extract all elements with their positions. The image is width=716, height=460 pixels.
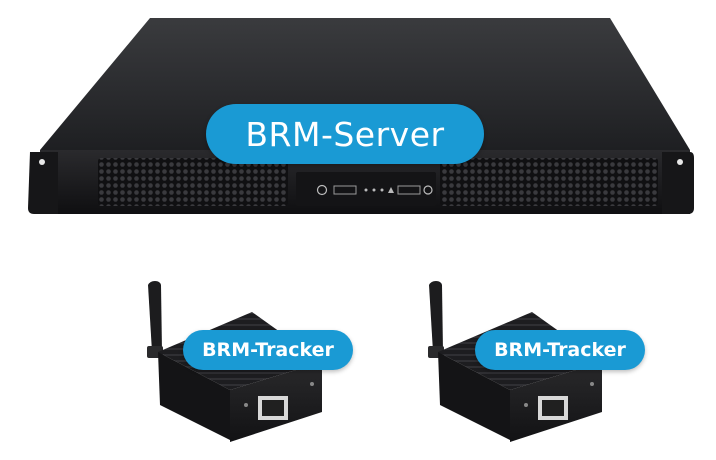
server-left-rack-ear [28, 152, 58, 214]
screw-hole-icon [310, 382, 314, 386]
screw-hole-icon [590, 382, 594, 386]
server-right-rack-ear [662, 152, 694, 214]
tracker-label-2: BRM-Tracker [475, 330, 645, 370]
screw-hole-icon [524, 403, 528, 407]
server-right-vent-grille [440, 158, 658, 206]
usb-port-icon [333, 185, 357, 195]
server-label: BRM-Server [206, 104, 484, 164]
screw-hole-icon [39, 159, 45, 165]
tracker-side-panel [438, 352, 510, 440]
ethernet-port-socket [262, 400, 284, 416]
tracker-label-1: BRM-Tracker [183, 330, 353, 370]
led-indicator-icon [380, 188, 384, 192]
tracker-side-panel [158, 352, 230, 440]
server-top-panel [40, 18, 690, 150]
screw-hole-icon [244, 403, 248, 407]
server-chassis [28, 18, 694, 214]
antenna-icon [429, 281, 443, 352]
usb-port-icon [397, 185, 421, 195]
screw-hole-icon [677, 159, 683, 165]
reset-button-icon [423, 185, 433, 195]
ethernet-port-socket [542, 400, 564, 416]
power-button-icon [316, 184, 328, 196]
led-indicator-icon [372, 188, 376, 192]
warning-led-icon [388, 187, 394, 193]
antenna-icon [148, 281, 162, 352]
led-indicator-icon [364, 188, 368, 192]
server-left-vent-grille [98, 158, 288, 206]
